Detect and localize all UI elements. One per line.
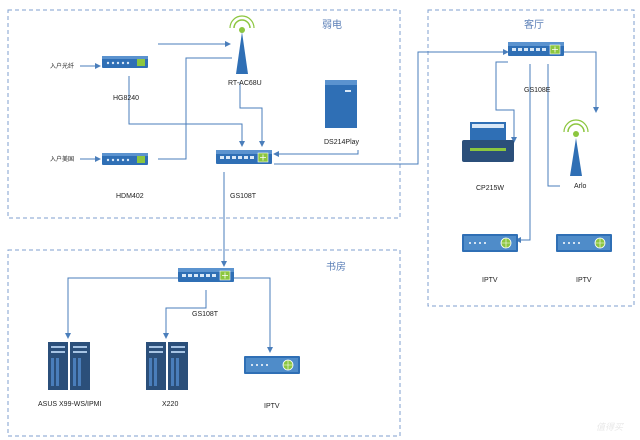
hg8240-label: HG8240	[113, 95, 139, 102]
link-hg8240-switch	[128, 76, 245, 147]
zone-weak-current	[7, 9, 401, 219]
link-living-iptv1	[515, 64, 531, 243]
hg8240-device	[102, 56, 148, 68]
iptv-study-device	[243, 355, 301, 375]
study-switch-label: GS108T	[192, 311, 219, 318]
arlo-label: Arlo	[574, 183, 587, 190]
link-main-living	[274, 49, 509, 165]
server-1-device	[48, 342, 90, 390]
living-switch-label: GS108E	[524, 87, 551, 94]
main-switch-label: GS108T	[230, 193, 257, 200]
iptv-living-1-label: IPTV	[482, 277, 498, 284]
hdm402-label: HDM402	[116, 193, 144, 200]
printer-device	[462, 122, 514, 162]
link-nas-switch	[273, 150, 359, 157]
input-fiber-label: 入户光纤	[50, 62, 74, 70]
input-coax-label: 入户美国	[50, 155, 74, 163]
zone-title-living-room: 客厅	[524, 18, 544, 31]
link-study-server1	[65, 277, 180, 339]
link-router-switch	[239, 82, 265, 147]
router-device	[229, 15, 255, 74]
zone-title-study: 书房	[326, 260, 346, 273]
server-2-label: X220	[162, 401, 178, 408]
link-study-iptv	[234, 277, 273, 353]
connections	[65, 41, 599, 353]
zone-title-weak-current: 弱电	[322, 18, 342, 31]
study-switch-device	[177, 267, 235, 283]
link-study-server2	[163, 290, 207, 339]
link-living-iptv2	[560, 51, 599, 113]
iptv-living-1-device	[461, 233, 519, 253]
server-1-label: ASUS X99-WS/IPMI	[38, 401, 101, 408]
server-2-device	[146, 342, 188, 390]
iptv-study-label: IPTV	[264, 403, 280, 410]
nas-device	[325, 80, 357, 128]
iptv-living-2-label: IPTV	[576, 277, 592, 284]
link-living-printer	[495, 61, 517, 143]
main-switch-device	[215, 149, 273, 165]
printer-label: CP215W	[476, 185, 504, 192]
link-router-left	[185, 57, 232, 122]
link-router-hdm402	[158, 122, 187, 160]
router-label: RT-AC68U	[228, 80, 262, 87]
link-living-arlo	[547, 64, 560, 187]
hdm402-device	[102, 153, 148, 165]
arlo-device	[563, 119, 589, 176]
nas-label: DS214Play	[324, 139, 360, 146]
zone-study	[7, 249, 401, 437]
zone-living-room	[427, 9, 635, 307]
iptv-living-2-device	[555, 233, 613, 253]
living-switch-device	[507, 41, 565, 57]
watermark: 值得买	[596, 422, 625, 432]
